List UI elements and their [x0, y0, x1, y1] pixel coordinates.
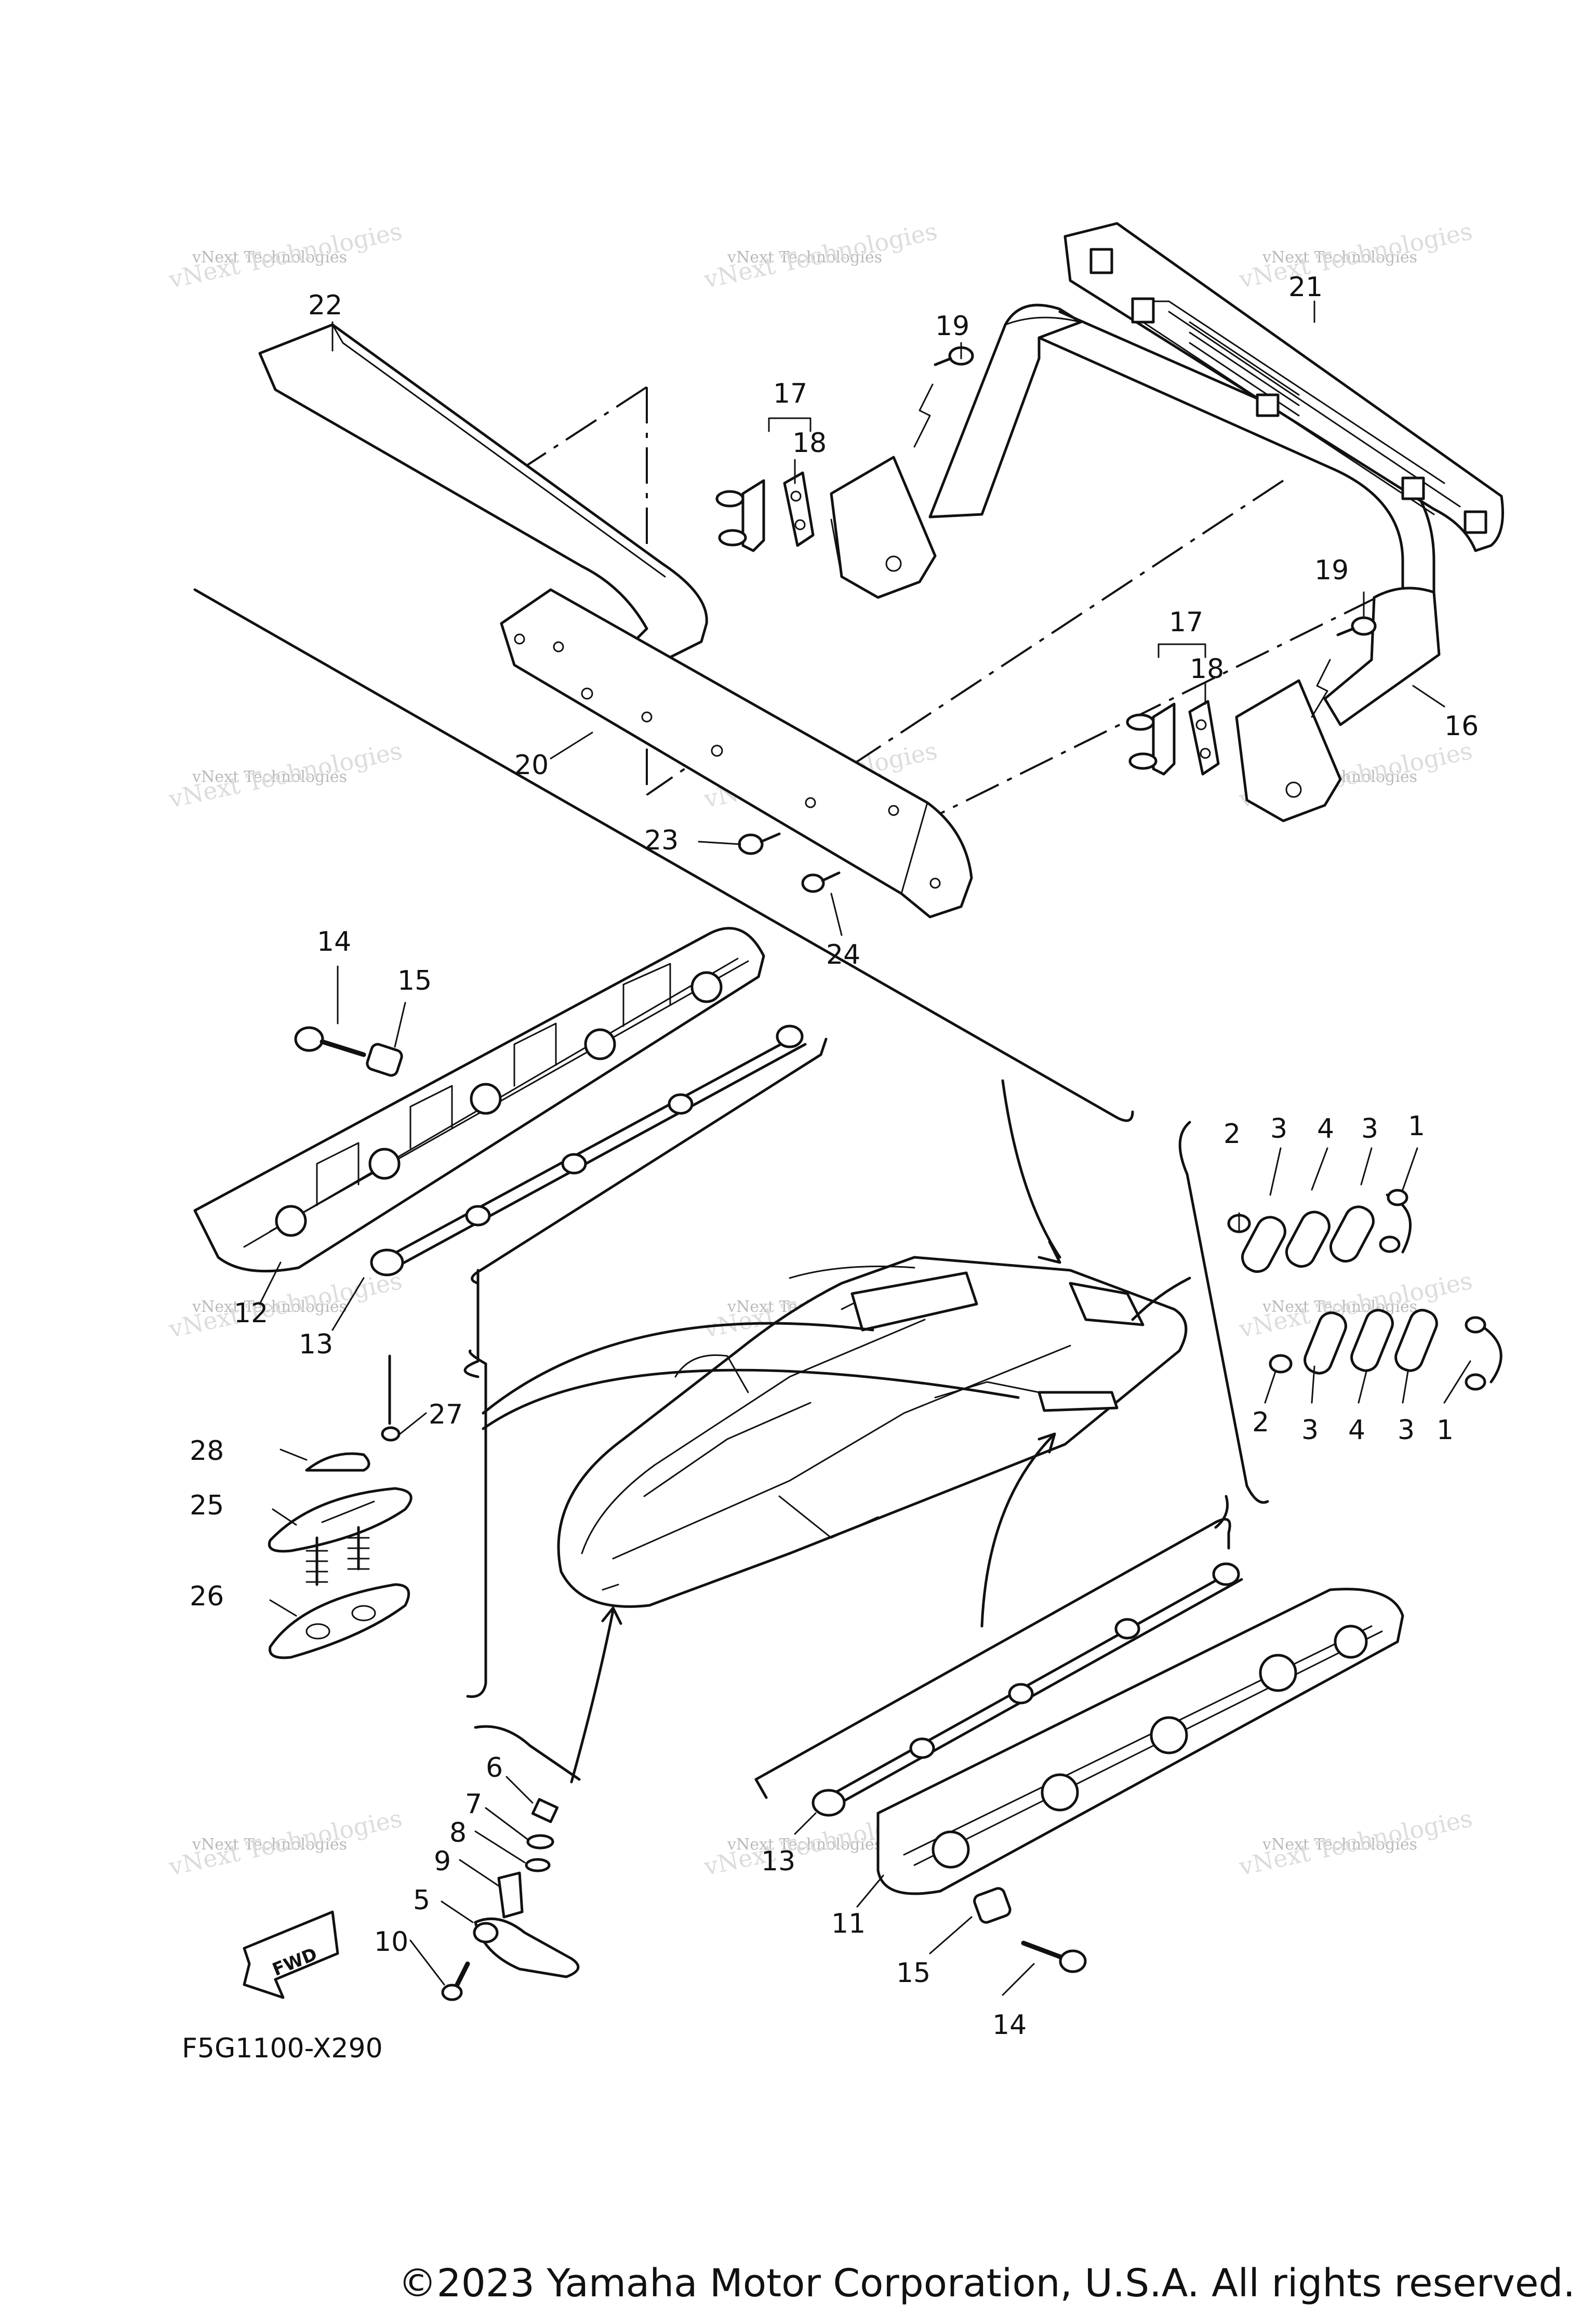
svg-text:vNext Technologies: vNext Technologies	[1262, 1836, 1417, 1854]
bolt-23	[738, 832, 781, 855]
callout-14: 14	[992, 2010, 1027, 2041]
bolt-14-left	[294, 1026, 366, 1057]
callout-18: 18	[1190, 654, 1224, 685]
svg-text:vNext Technologies: vNext Technologies	[192, 248, 347, 267]
jetski-hull	[557, 1256, 1188, 1608]
callout-13: 13	[761, 1846, 795, 1877]
svg-text:vNext Technologies: vNext Technologies	[192, 1836, 347, 1854]
callout-20: 20	[514, 750, 549, 781]
part-22-cover	[258, 323, 708, 659]
bracket-set-lower	[1126, 679, 1342, 822]
svg-text:vNext Technologies: vNext Technologies	[192, 1298, 347, 1316]
callout-13: 13	[299, 1329, 333, 1360]
callout-3: 3	[1361, 1113, 1378, 1145]
part-16-handlebar	[928, 303, 1441, 726]
callout-19: 19	[935, 311, 969, 342]
svg-text:vNext Technologies: vNext Technologies	[192, 768, 347, 786]
bracket-set-upper	[715, 456, 937, 599]
callouts: 22 19 21 17 18 19 17 18 16 20 23 24 14 1…	[190, 272, 1479, 2041]
callout-23: 23	[644, 825, 679, 856]
part-13-rail-right	[812, 1562, 1243, 1817]
callout-5: 5	[413, 1885, 430, 1916]
svg-text:vNext Technologies: vNext Technologies	[727, 248, 882, 267]
callout-25: 25	[190, 1490, 224, 1521]
panel-lines	[193, 588, 1269, 1799]
callout-15: 15	[397, 965, 432, 996]
svg-text:vNext Technologies: vNext Technologies	[1262, 248, 1417, 267]
callout-24: 24	[826, 939, 860, 970]
watermark: vNext Technologies vNext Technologies	[166, 1804, 404, 1881]
watermark: vNext Technologies vNext Technologies	[701, 217, 939, 294]
part-20-grab-body	[500, 588, 973, 919]
callout-3: 3	[1398, 1415, 1415, 1446]
bolt-14-right	[1021, 1940, 1087, 1973]
callout-18: 18	[792, 428, 827, 459]
callout-27: 27	[429, 1399, 463, 1430]
callout-3: 3	[1270, 1113, 1287, 1145]
svg-text:vNext Technologies: vNext Technologies	[1262, 1298, 1417, 1316]
collar-15-right	[973, 1887, 1012, 1924]
callout-8: 8	[449, 1817, 467, 1848]
callout-2: 2	[1223, 1119, 1241, 1150]
watermark: vNext Technologies vNext Technologies	[166, 217, 404, 294]
hook-assembly	[441, 1798, 580, 2001]
callout-4: 4	[1317, 1113, 1334, 1145]
callout-9: 9	[434, 1846, 451, 1877]
callout-10: 10	[374, 1926, 408, 1958]
tiedown-set-upper	[1227, 1189, 1412, 1273]
fwd-arrow-icon: FWD	[243, 1910, 339, 1999]
watermark: vNext Technologies vNext Technologies	[166, 1266, 404, 1343]
callout-26: 26	[190, 1581, 224, 1612]
callout-17: 17	[773, 378, 807, 409]
callout-21: 21	[1288, 272, 1323, 303]
callout-28: 28	[190, 1435, 224, 1467]
tiedown-set-lower	[1269, 1309, 1502, 1391]
copyright-notice: ©2023 Yamaha Motor Corporation, U.S.A. A…	[398, 2261, 1575, 2306]
callout-12: 12	[234, 1298, 268, 1329]
callout-15: 15	[896, 1958, 930, 1989]
assembly-arrows	[482, 1079, 1191, 1784]
callout-4: 4	[1348, 1415, 1365, 1446]
leader-lines	[259, 300, 1471, 1996]
callout-3: 3	[1301, 1415, 1319, 1446]
callout-16: 16	[1444, 711, 1479, 742]
svg-text:vNext Technologies: vNext Technologies	[727, 1836, 882, 1854]
callout-2: 2	[1252, 1407, 1269, 1438]
watermark: vNext Technologies vNext Technologies	[1236, 1804, 1474, 1881]
callout-14: 14	[317, 926, 351, 957]
watermark: vNext Technologies vNext Technologies	[1236, 1266, 1474, 1343]
part-12-sponson-left	[193, 927, 765, 1273]
part-13-rail-left	[370, 1025, 807, 1276]
bolt-24	[801, 871, 841, 893]
callout-1: 1	[1408, 1111, 1425, 1142]
watermark: vNext Technologies vNext Technologies	[166, 736, 404, 813]
callout-11: 11	[831, 1908, 866, 1939]
collar-15-left	[366, 1043, 403, 1077]
diagram-code: F5G1100-X290	[182, 2033, 383, 2064]
callout-22: 22	[308, 290, 342, 321]
cleat-assembly	[268, 1354, 413, 1659]
part-11-sponson-right	[876, 1588, 1404, 1895]
callout-7: 7	[465, 1789, 482, 1820]
callout-6: 6	[486, 1752, 503, 1784]
callout-17: 17	[1169, 607, 1203, 638]
watermark: vNext Technologies vNext Technologies	[1236, 217, 1474, 294]
callout-1: 1	[1437, 1415, 1454, 1446]
callout-19: 19	[1314, 555, 1349, 586]
part-21-top-plate	[1063, 222, 1504, 552]
